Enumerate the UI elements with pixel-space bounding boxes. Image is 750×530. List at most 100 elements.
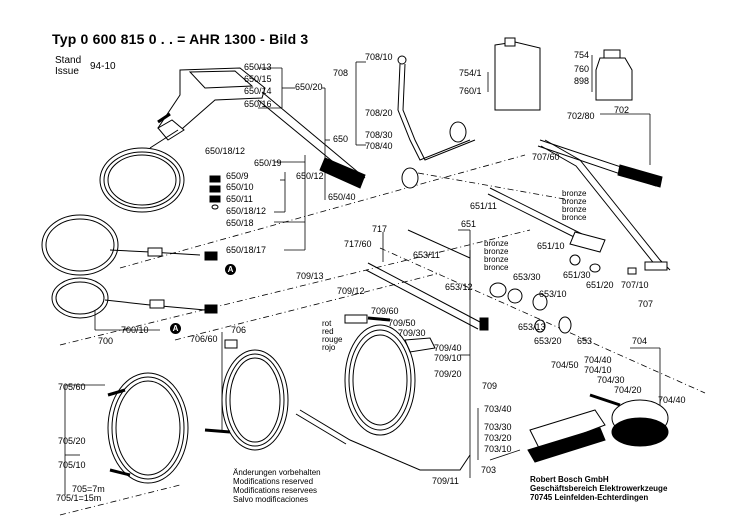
- part-label: 650/18: [226, 218, 254, 228]
- marker-a: A: [170, 323, 181, 334]
- bronze-line: bronze: [562, 197, 587, 206]
- part-label: 717: [372, 224, 388, 234]
- part-label: 705/1=15m: [56, 493, 102, 503]
- bronze-label-top: bronze bronze bronze bronce: [562, 190, 586, 222]
- part-label: 700/10: [121, 325, 149, 335]
- bronze-line: bronze: [484, 255, 509, 264]
- detergent-canister: [494, 37, 541, 111]
- brush-703-drawing: [527, 409, 606, 463]
- part-label: 650/10: [226, 182, 254, 192]
- bronze-line: bronze: [562, 189, 587, 198]
- maker-line: Robert Bosch GmbH: [530, 475, 609, 484]
- part-label: 650/14: [244, 86, 272, 96]
- part-label: 650/19: [254, 158, 282, 168]
- part-label: 709/13: [296, 271, 324, 281]
- note-line: Modifications reservees: [233, 486, 318, 495]
- maker-line: Geschäftsbereich Elektrowerkzeuge: [530, 484, 668, 493]
- lance-651-drawing: [487, 187, 606, 273]
- part-label: 704/40: [584, 355, 612, 365]
- hose-705-drawing: [107, 372, 189, 484]
- wand-708-drawing: [397, 55, 476, 189]
- part-label: 653: [577, 336, 593, 346]
- color-label: rot red rouge rojo: [322, 320, 342, 352]
- bronze-line: bronce: [484, 263, 509, 272]
- part-label: 706/60: [190, 334, 218, 344]
- maker-line: 70745 Leinfelden-Echterdingen: [530, 493, 649, 502]
- part-label: 650/18/12: [205, 146, 246, 156]
- part-label: 702/80: [567, 111, 595, 121]
- part-label: 650/18/17: [226, 245, 267, 255]
- detergent-bottle: [595, 49, 633, 101]
- part-label: 653/30: [513, 272, 541, 282]
- part-label: 708/40: [365, 141, 393, 151]
- part-label: 708: [333, 68, 349, 78]
- part-label: 705/60: [58, 382, 86, 392]
- hose-coil-left-bottom: [51, 277, 218, 319]
- bronze-line: bronze: [562, 205, 587, 214]
- color-line: rot: [322, 319, 332, 328]
- part-label: 754/1: [459, 68, 482, 78]
- issue-date: 94-10: [90, 61, 116, 72]
- part-label: 705/10: [58, 460, 86, 470]
- part-label: 650/16: [244, 99, 272, 109]
- part-label: 707/10: [621, 280, 649, 290]
- part-label: 653/10: [539, 289, 567, 299]
- bronze-line: bronce: [562, 213, 587, 222]
- hose-coil-left-mid: [41, 214, 218, 276]
- issue-label: Issue: [55, 66, 79, 77]
- page-title: Typ 0 600 815 0 . . = AHR 1300 - Bild 3: [52, 31, 309, 47]
- part-label: 706: [231, 325, 247, 335]
- part-label: 650/9: [226, 171, 249, 181]
- lance-709-drawing: [295, 314, 471, 471]
- part-label: 709/40: [434, 343, 462, 353]
- spray-gun-drawing: [157, 67, 366, 189]
- color-line: rouge: [322, 335, 343, 344]
- note-line: Änderungen vorbehalten: [233, 468, 321, 477]
- manufacturer-info: Robert Bosch GmbH Geschäftsbereich Elekt…: [530, 475, 667, 502]
- part-label: 717/60: [344, 239, 372, 249]
- footer-notes: Änderungen vorbehalten Modifications res…: [233, 468, 321, 504]
- part-label: 653/20: [534, 336, 562, 346]
- part-label: 760: [574, 64, 590, 74]
- note-line: Modifications reserved: [233, 477, 314, 486]
- part-label: 650/15: [244, 74, 272, 84]
- part-label: 898: [574, 76, 590, 86]
- part-label: 651: [461, 219, 477, 229]
- marker-a: A: [225, 264, 236, 275]
- part-label: 707: [638, 299, 654, 309]
- bronze-line: bronze: [484, 239, 509, 248]
- part-label: 704/10: [584, 365, 612, 375]
- part-label: 651/30: [563, 270, 591, 280]
- part-label: 704: [632, 336, 648, 346]
- note-line: Salvo modificaciones: [233, 495, 309, 504]
- brush-704-drawing: [589, 393, 669, 447]
- part-label: 702: [614, 105, 630, 115]
- part-label: 700: [98, 336, 114, 346]
- bronze-line: bronze: [484, 247, 509, 256]
- part-label: 705=7m: [72, 484, 105, 494]
- part-label: 704/20: [614, 385, 642, 395]
- part-label: 704/40: [658, 395, 686, 405]
- part-label: 703/20: [484, 433, 512, 443]
- part-label: 709/20: [434, 369, 462, 379]
- part-label: 651/20: [586, 280, 614, 290]
- part-label: 650/12: [296, 171, 324, 181]
- part-label: 708/30: [365, 130, 393, 140]
- part-label: 653/12: [445, 282, 473, 292]
- color-line: red: [322, 327, 334, 336]
- part-label: 709/30: [398, 328, 426, 338]
- part-label: 704/50: [551, 360, 579, 370]
- part-label: 651/10: [537, 241, 565, 251]
- part-label: 708/20: [365, 108, 393, 118]
- part-label: 704/30: [597, 375, 625, 385]
- small-seals: [209, 175, 221, 210]
- part-label: 708/10: [365, 52, 393, 62]
- leader-lines: [64, 55, 661, 495]
- part-label: 703/30: [484, 422, 512, 432]
- part-label: 651/11: [470, 201, 497, 211]
- part-label: 709/50: [388, 318, 416, 328]
- part-label: 709: [482, 381, 498, 391]
- part-label: 703/10: [484, 444, 512, 454]
- part-label: 650/20: [295, 82, 323, 92]
